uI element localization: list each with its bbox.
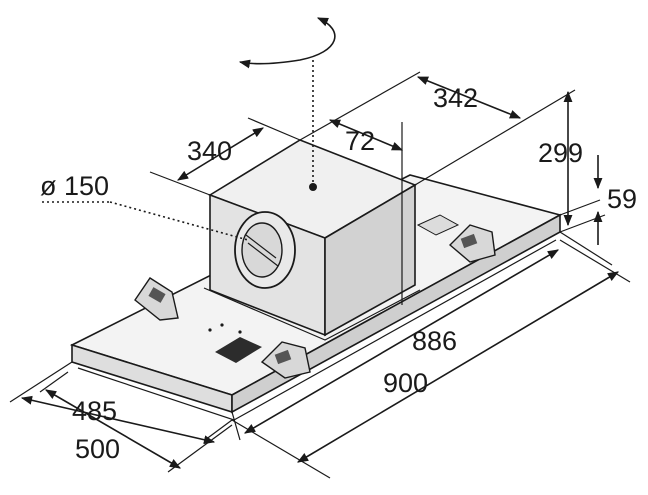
exhaust-outlet: [234, 211, 296, 289]
dim-59: 59: [559, 155, 637, 245]
dim-500: 500: [39, 371, 233, 473]
dim-299-label: 299: [538, 138, 583, 168]
dim-150: ø 150: [40, 171, 249, 241]
dim-342-label: 342: [433, 83, 478, 113]
dim-500-label: 500: [75, 434, 120, 464]
dim-340-label: 340: [187, 136, 232, 166]
dim-886-label: 886: [412, 326, 457, 356]
dim-72: 72: [328, 119, 404, 305]
dim-342: 342: [299, 71, 576, 186]
dim-59-label: 59: [607, 184, 637, 214]
mounting-bracket-left: [134, 277, 179, 321]
dim-150-label: ø 150: [40, 171, 109, 201]
dim-299: 299: [538, 90, 601, 227]
dim-72-label: 72: [345, 126, 375, 156]
rotation-indicator: [238, 17, 336, 191]
dim-900-label: 900: [383, 368, 428, 398]
dim-900: 900: [231, 239, 631, 479]
dim-340: 340: [149, 117, 301, 196]
dim-485-label: 485: [72, 396, 117, 426]
